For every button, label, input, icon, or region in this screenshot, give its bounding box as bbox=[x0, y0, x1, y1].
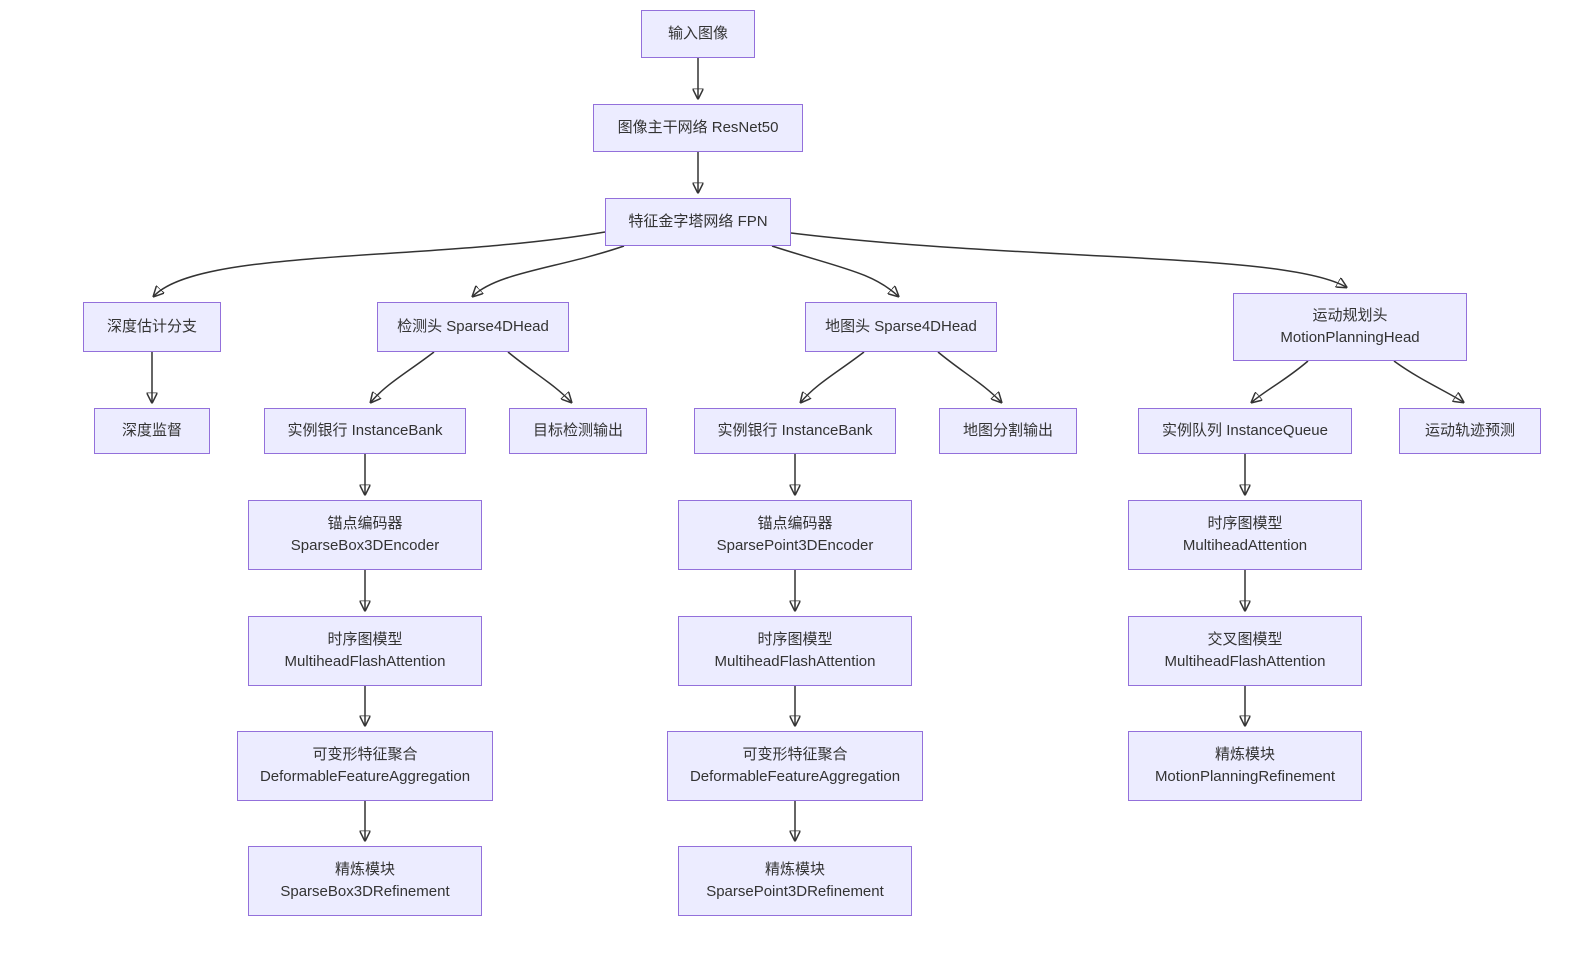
node-sublabel: MotionPlanningRefinement bbox=[1154, 768, 1336, 785]
node-label: 实例银行 InstanceBank bbox=[287, 421, 443, 439]
node-map-head: 地图头 Sparse4DHead bbox=[805, 302, 997, 352]
node-sublabel: MotionPlanningHead bbox=[1280, 329, 1420, 346]
node-label: 实例队列 InstanceQueue bbox=[1162, 421, 1328, 439]
node-det-refinement: 精炼模块 SparseBox3DRefinement bbox=[248, 846, 482, 916]
node-input-image: 输入图像 bbox=[641, 10, 755, 58]
node-sublabel: SparseBox3DRefinement bbox=[280, 883, 450, 900]
edge-det-head-to-det-out bbox=[507, 351, 571, 402]
node-label: 交叉图模型 bbox=[1207, 630, 1283, 648]
node-backbone-resnet50: 图像主干网络 ResNet50 bbox=[593, 104, 803, 152]
node-map-temporal-attention: 时序图模型 MultiheadFlashAttention bbox=[678, 616, 912, 686]
node-map-segmentation-output: 地图分割输出 bbox=[939, 408, 1077, 454]
node-map-deformable-aggregation: 可变形特征聚合 DeformableFeatureAggregation bbox=[667, 731, 923, 801]
node-motion-planning-head: 运动规划头 MotionPlanningHead bbox=[1233, 293, 1467, 361]
edge-map-head-to-map-out bbox=[937, 351, 1001, 402]
node-sublabel: SparsePoint3DRefinement bbox=[706, 883, 884, 900]
node-label: 运动轨迹预测 bbox=[1424, 421, 1515, 439]
node-label: 输入图像 bbox=[667, 24, 728, 42]
node-motion-cross-attention: 交叉图模型 MultiheadFlashAttention bbox=[1128, 616, 1362, 686]
node-trajectory-prediction: 运动轨迹预测 bbox=[1399, 408, 1541, 454]
edge-fpn-to-map-head bbox=[771, 245, 898, 296]
node-label: 运动规划头 bbox=[1312, 306, 1388, 324]
node-label: 地图分割输出 bbox=[962, 421, 1053, 439]
node-fpn: 特征金字塔网络 FPN bbox=[605, 198, 791, 246]
node-det-temporal-attention: 时序图模型 MultiheadFlashAttention bbox=[248, 616, 482, 686]
edge-map-head-to-map-bank bbox=[801, 351, 865, 402]
node-label: 精炼模块 bbox=[1214, 745, 1275, 763]
edge-fpn-to-det-head bbox=[473, 245, 625, 296]
edge-fpn-to-depth-branch bbox=[154, 231, 606, 296]
node-det-instance-bank: 实例银行 InstanceBank bbox=[264, 408, 466, 454]
node-label: 检测头 Sparse4DHead bbox=[397, 317, 549, 335]
node-detection-head: 检测头 Sparse4DHead bbox=[377, 302, 569, 352]
node-map-refinement: 精炼模块 SparsePoint3DRefinement bbox=[678, 846, 912, 916]
node-sublabel: SparseBox3DEncoder bbox=[290, 537, 440, 554]
node-sublabel: DeformableFeatureAggregation bbox=[689, 768, 901, 785]
node-map-instance-bank: 实例银行 InstanceBank bbox=[694, 408, 896, 454]
node-sublabel: DeformableFeatureAggregation bbox=[259, 768, 471, 785]
node-detection-output: 目标检测输出 bbox=[509, 408, 647, 454]
node-sublabel: MultiheadFlashAttention bbox=[714, 653, 876, 670]
node-label: 深度监督 bbox=[121, 421, 182, 439]
node-label: 时序图模型 bbox=[327, 630, 403, 648]
node-sublabel: MultiheadFlashAttention bbox=[284, 653, 446, 670]
node-label: 地图头 Sparse4DHead bbox=[825, 317, 977, 335]
node-label: 图像主干网络 ResNet50 bbox=[617, 118, 779, 136]
node-label: 目标检测输出 bbox=[532, 421, 623, 439]
node-label: 时序图模型 bbox=[757, 630, 833, 648]
node-label: 时序图模型 bbox=[1207, 514, 1283, 532]
node-depth-supervision: 深度监督 bbox=[94, 408, 210, 454]
node-label: 特征金字塔网络 FPN bbox=[628, 212, 768, 230]
node-label: 锚点编码器 bbox=[327, 514, 403, 532]
node-label: 深度估计分支 bbox=[106, 317, 197, 335]
node-label: 可变形特征聚合 bbox=[312, 745, 418, 763]
node-sublabel: SparsePoint3DEncoder bbox=[716, 537, 874, 554]
node-label: 精炼模块 bbox=[764, 860, 825, 878]
node-sublabel: MultiheadFlashAttention bbox=[1164, 653, 1326, 670]
edge-det-head-to-det-bank bbox=[371, 351, 435, 402]
edge-fpn-to-motion-head bbox=[790, 232, 1346, 287]
node-motion-refinement: 精炼模块 MotionPlanningRefinement bbox=[1128, 731, 1362, 801]
node-label: 锚点编码器 bbox=[757, 514, 833, 532]
node-det-deformable-aggregation: 可变形特征聚合 DeformableFeatureAggregation bbox=[237, 731, 493, 801]
node-motion-temporal-attention: 时序图模型 MultiheadAttention bbox=[1128, 500, 1362, 570]
node-label: 实例银行 InstanceBank bbox=[717, 421, 873, 439]
node-depth-branch: 深度估计分支 bbox=[83, 302, 221, 352]
node-sublabel: MultiheadAttention bbox=[1182, 537, 1308, 554]
node-det-anchor-encoder: 锚点编码器 SparseBox3DEncoder bbox=[248, 500, 482, 570]
edge-motion-head-to-traj bbox=[1393, 360, 1463, 402]
node-label: 精炼模块 bbox=[334, 860, 395, 878]
node-instance-queue: 实例队列 InstanceQueue bbox=[1138, 408, 1352, 454]
node-label: 可变形特征聚合 bbox=[742, 745, 848, 763]
edge-motion-head-to-queue bbox=[1252, 360, 1309, 402]
node-map-anchor-encoder: 锚点编码器 SparsePoint3DEncoder bbox=[678, 500, 912, 570]
